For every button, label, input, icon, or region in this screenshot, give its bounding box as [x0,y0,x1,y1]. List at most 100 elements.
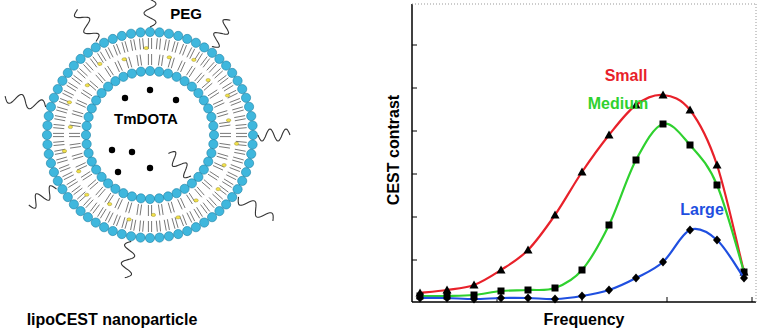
lipid-head [163,192,172,201]
lipid-head [69,61,78,70]
lipid-head [222,200,231,209]
lipid-head [155,28,164,37]
lipid-tail [194,207,203,218]
data-marker [497,266,506,274]
lipid-tail [53,141,64,145]
membrane-inclusions [62,46,238,221]
lipid-head [233,185,242,194]
lipid-tail [201,203,210,214]
data-marker [632,274,640,283]
lipid-head [228,192,237,201]
peg-label: PEG [170,6,202,23]
data-marker [579,267,586,274]
axis-title: CEST contrast [385,95,403,205]
lipid-head [145,233,154,242]
lipid-head [84,112,93,121]
lipid-head [63,192,72,201]
lipid-head [172,72,181,81]
lipid-tail [56,107,67,113]
axis-title: Frequency [544,311,625,329]
lipid-head [83,213,92,222]
data-marker [498,288,505,295]
series-label: Large [680,201,724,219]
data-marker [659,91,668,99]
lipid-tail [77,68,87,78]
lipid-tail [158,55,163,66]
lipid-tail [96,187,106,197]
membrane-dot [85,193,89,196]
lipid-head [108,226,117,235]
lipid-tail [81,171,92,180]
lipid-tail [187,47,195,58]
lipid-tail [113,44,120,55]
data-marker [578,168,587,176]
lipid-head [82,121,91,130]
lipid-head [247,111,256,120]
y-tick [412,174,417,175]
lipid-head [248,140,257,149]
lipid-tail [208,171,219,180]
lipid-head [127,192,136,201]
lipid-head [180,184,189,193]
lipid-tail [70,143,81,148]
lipid-head [92,165,101,174]
lipid-head [44,149,53,158]
lipid-head [42,130,51,139]
y-tick [412,45,417,46]
lipid-tail [98,207,107,218]
lipid-tail [222,179,233,188]
membrane-dot [127,218,131,221]
lipid-tail [172,41,178,52]
lipid-tail [148,38,151,49]
lipid-tail [148,221,151,232]
x-tick [667,297,668,302]
lipid-head [248,130,257,139]
lipid-tail [105,66,114,77]
lipid-head [117,229,126,238]
data-marker [659,258,667,267]
data-marker [551,295,559,304]
peg-chain [258,129,290,141]
lipid-tail [217,111,228,117]
lipid-head [209,130,218,139]
data-marker [552,285,559,292]
lipid-tail [56,157,67,163]
lipid-tail [139,38,143,49]
lipid-tail [202,180,212,190]
lipid-tail [90,203,99,214]
cest-curve [420,229,744,299]
lipid-tail [72,153,83,159]
lipid-tail [226,172,237,180]
lipid-head [126,29,135,38]
lipid-tail [148,54,151,65]
lipid-head [58,76,67,85]
lipid-tail [235,124,246,128]
lipid-head [127,69,136,78]
lipid-head [145,27,154,36]
lipid-head [183,226,192,235]
lipid-head [172,189,181,198]
peg-chains [5,0,290,278]
lipid-head [76,207,85,216]
lipid-tail [115,61,122,72]
lipid-head [164,29,173,38]
lipid-tail [76,100,87,107]
membrane-dot [98,62,102,65]
data-marker [524,294,532,303]
lipid-head [136,194,145,203]
lipid-tail [218,75,229,84]
data-marker [524,246,533,254]
lipid-tail [137,204,142,215]
data-marker [713,161,722,169]
series-label: Small [605,67,648,85]
lipid-tail [67,83,78,92]
lipid-tail [62,172,73,180]
lipid-tail [232,157,243,163]
lipid-tail [212,192,222,202]
lipid-head [108,34,117,43]
data-marker [470,295,478,304]
lipid-tail [76,163,87,170]
lipid-tail [113,215,120,226]
lipid-head [207,112,216,121]
